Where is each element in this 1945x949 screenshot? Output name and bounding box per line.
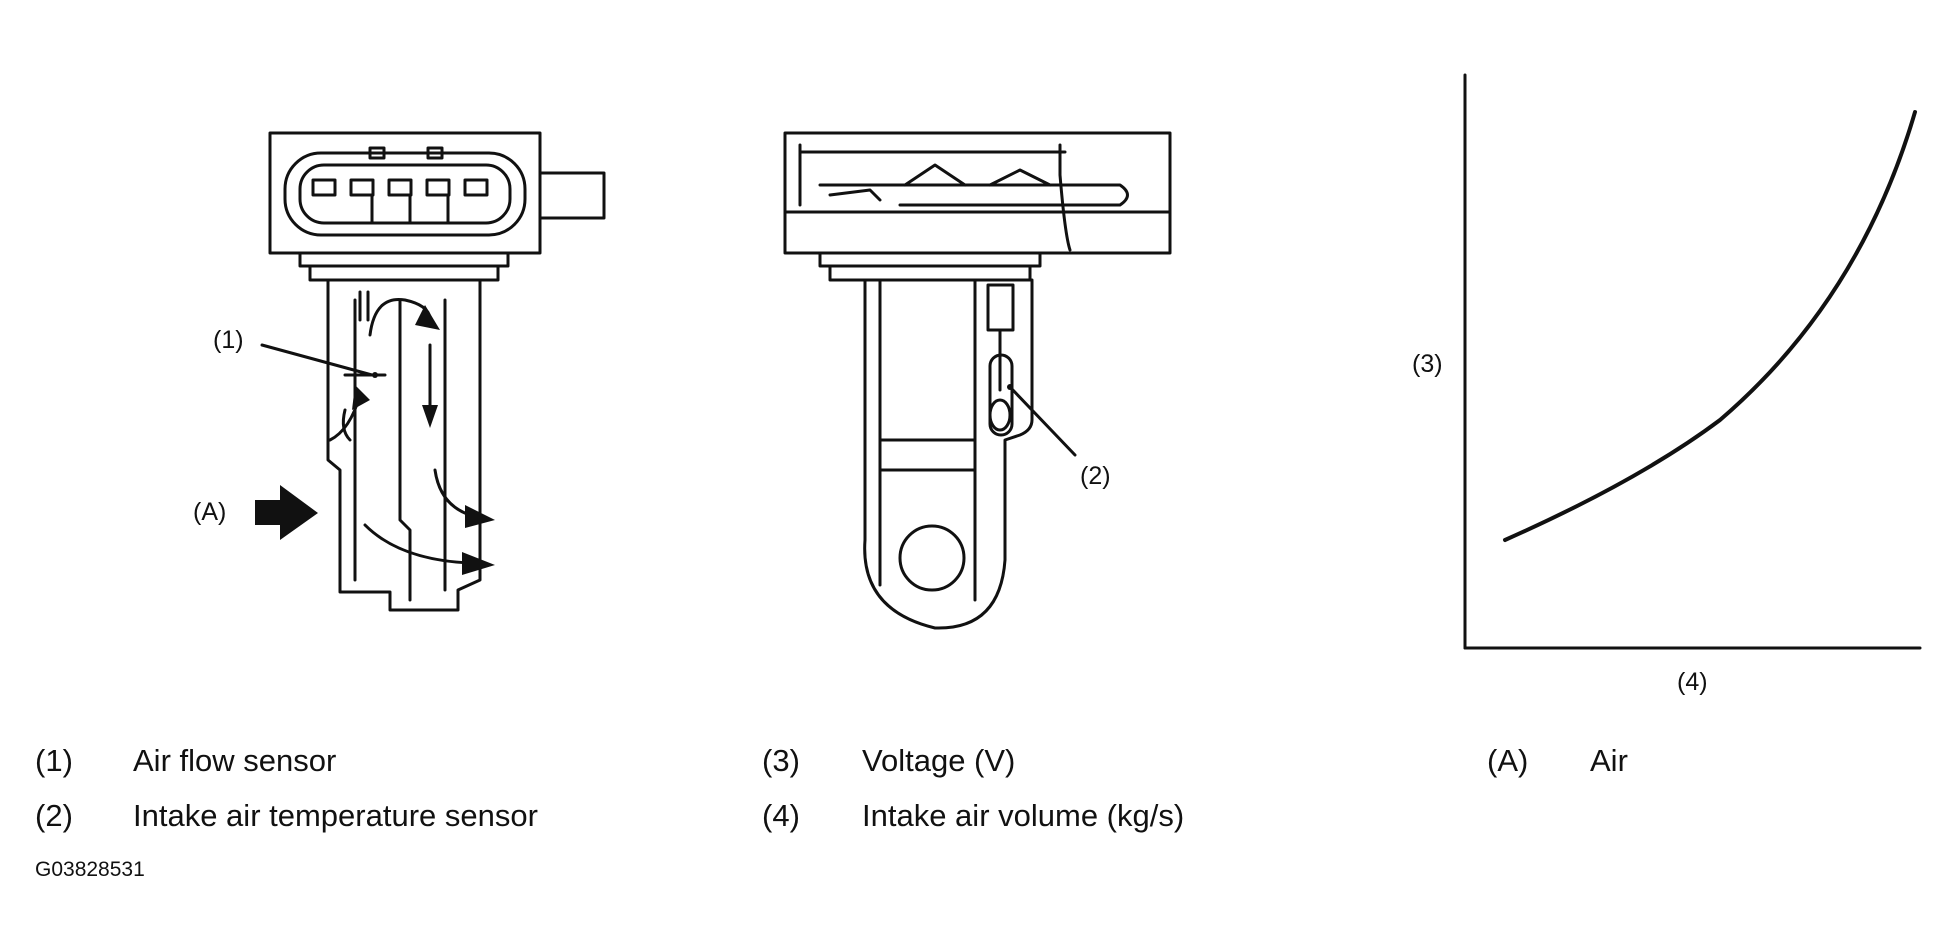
figure-code: G03828531 bbox=[35, 858, 145, 881]
flow-arrowhead bbox=[462, 552, 495, 575]
legend-number: (A) bbox=[1487, 743, 1529, 778]
callout-label-1: (1) bbox=[213, 326, 244, 354]
graph-y-label: (3) bbox=[1412, 350, 1443, 378]
flow-arrowhead bbox=[422, 405, 438, 428]
legend-number: (2) bbox=[35, 798, 73, 833]
air-inlet-arrow bbox=[255, 485, 318, 540]
legend-text: Voltage (V) bbox=[862, 743, 1016, 778]
callout-dot bbox=[372, 372, 378, 378]
legend-number: (3) bbox=[762, 743, 800, 778]
graph-x-label: (4) bbox=[1677, 668, 1708, 696]
flow-arrowhead bbox=[415, 305, 440, 330]
legend-text: Intake air volume (kg/s) bbox=[862, 798, 1185, 833]
characteristic-curve bbox=[1503, 110, 1917, 542]
legend-text: Intake air temperature sensor bbox=[133, 798, 538, 833]
legend-number: (4) bbox=[762, 798, 800, 833]
voltage-vs-air-volume-graph bbox=[1463, 73, 1922, 650]
sensor-front-view bbox=[268, 131, 606, 612]
callout-label-2: (2) bbox=[1080, 462, 1111, 490]
legend-number: (1) bbox=[35, 743, 73, 778]
callout-leader-2 bbox=[1008, 385, 1077, 457]
legend-text: Air bbox=[1590, 743, 1628, 778]
callout-label-a: (A) bbox=[193, 498, 227, 526]
legend-text: Air flow sensor bbox=[133, 743, 337, 778]
flow-arrowhead bbox=[465, 505, 495, 528]
sensor-side-view bbox=[783, 131, 1172, 630]
callout-leader-1 bbox=[260, 343, 374, 377]
flow-arrowhead bbox=[352, 385, 370, 410]
